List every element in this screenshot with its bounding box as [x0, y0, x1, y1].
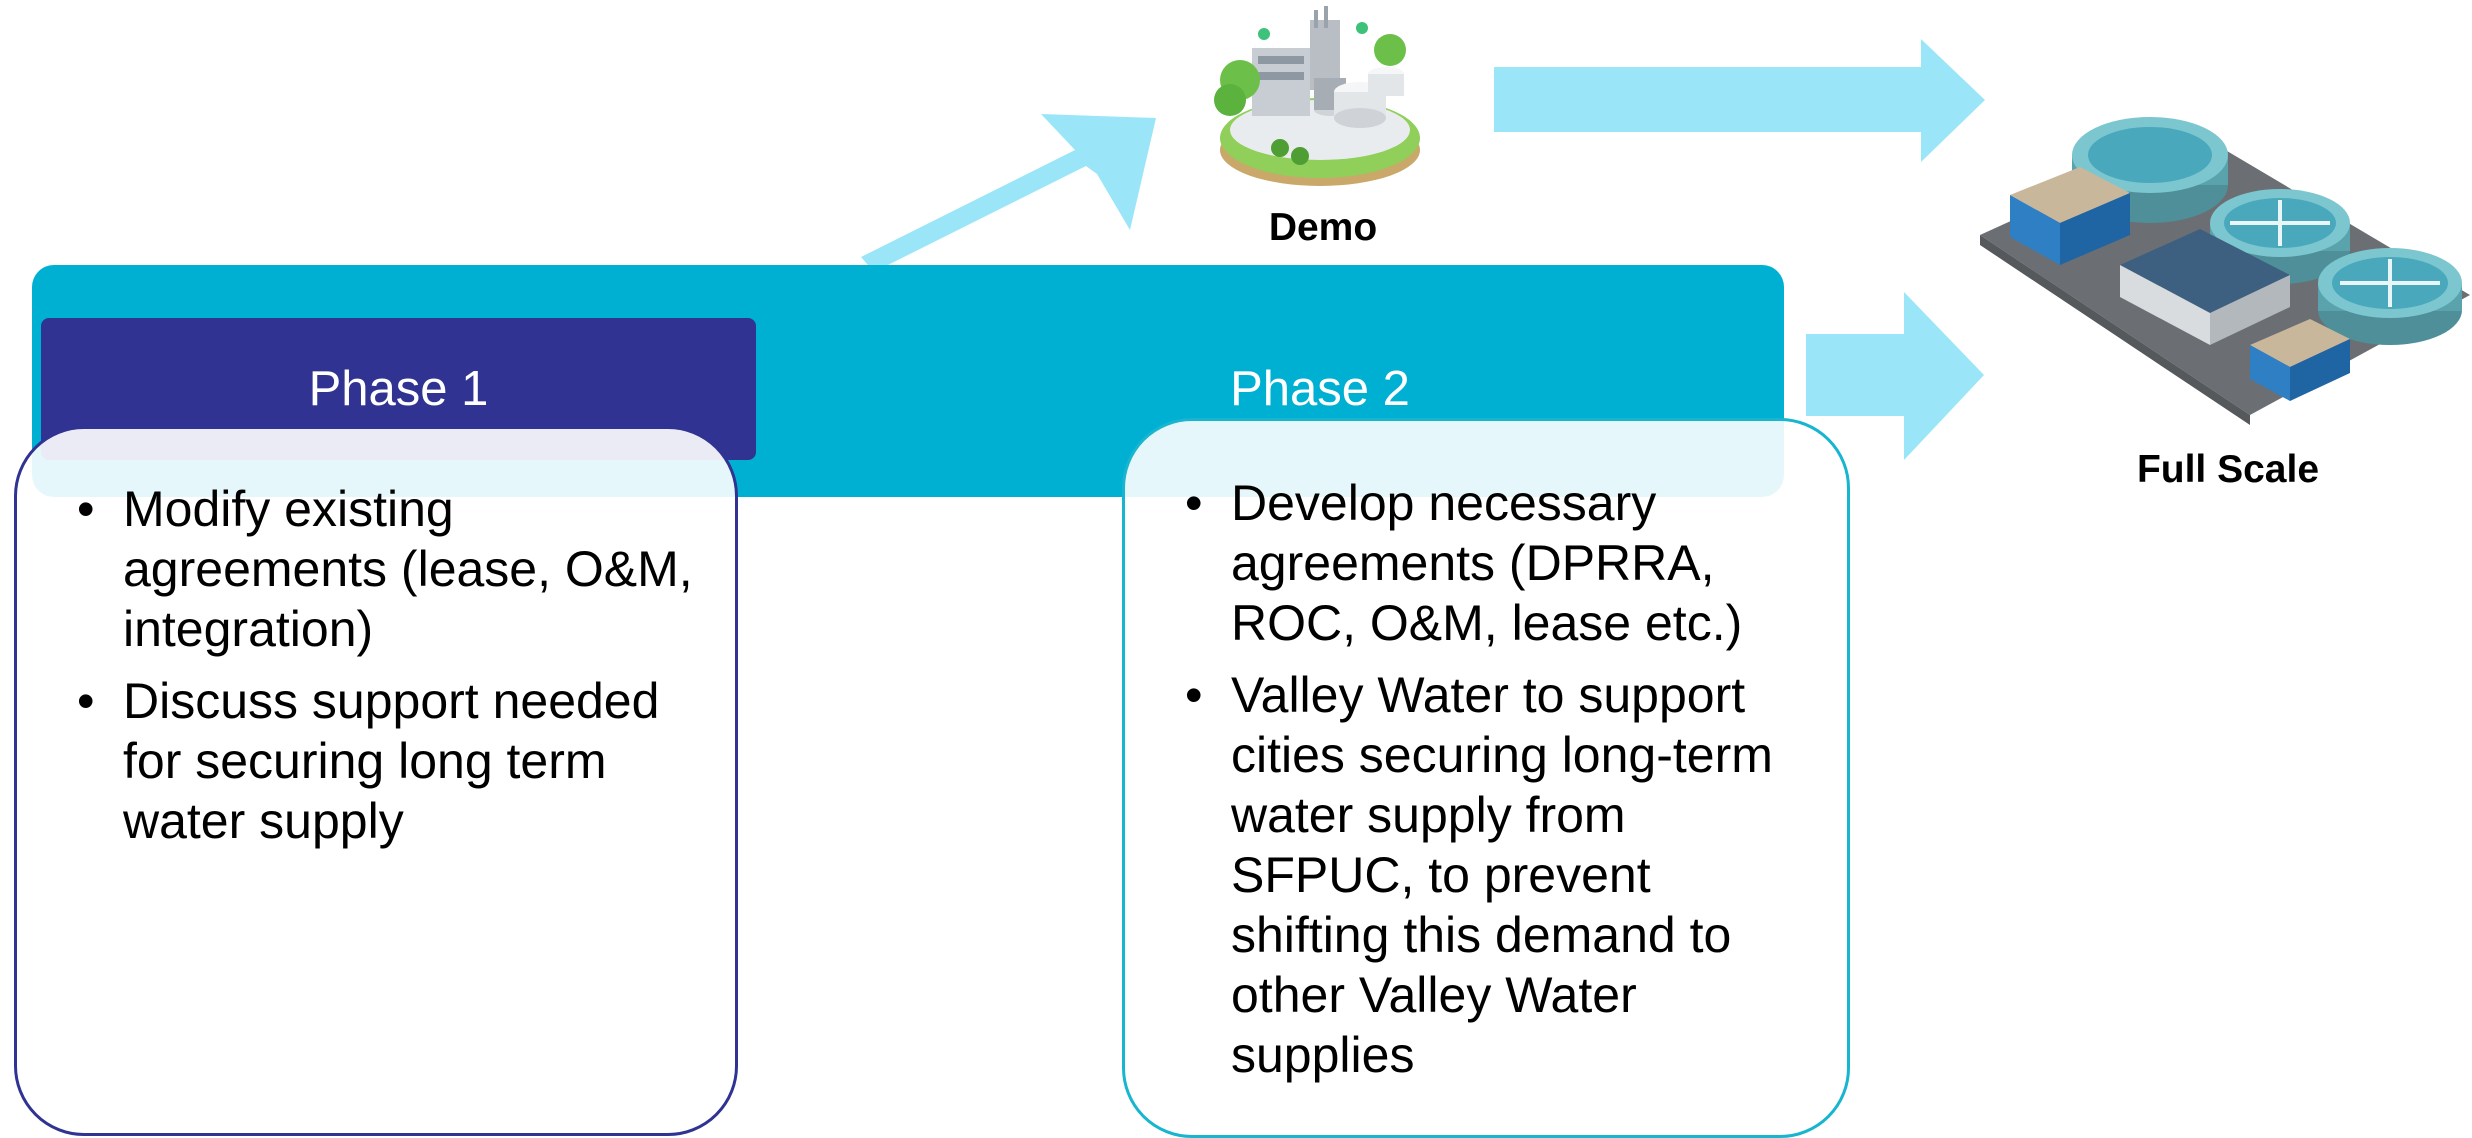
arrow-demo-to-full-scale: [1494, 39, 1985, 162]
demo-label: Demo: [1268, 206, 1378, 249]
full-scale-label: Full Scale: [2136, 448, 2320, 491]
phase2-header: Phase 2: [1120, 318, 1520, 460]
arrow-to-demo: [861, 114, 1156, 272]
phase1-bullet-text: Discuss support needed for securing long…: [123, 673, 660, 849]
phase1-title: Phase 1: [308, 362, 489, 416]
phase2-bullet-item: • Valley Water to support cities securin…: [1175, 665, 1807, 1085]
phase1-bullet-list: • Modify existing agreements (lease, O&M…: [67, 479, 695, 851]
phase2-bullet-text: Valley Water to support cities securing …: [1231, 667, 1773, 1083]
phase2-card: • Develop necessary agreements (DPRRA, R…: [1122, 418, 1850, 1138]
bullet-glyph: •: [1185, 667, 1203, 723]
full-scale-treatment-plant-icon: [1970, 95, 2470, 435]
phase1-bullet-text: Modify existing agreements (lease, O&M, …: [123, 481, 693, 657]
phase1-card: • Modify existing agreements (lease, O&M…: [14, 426, 738, 1136]
bullet-glyph: •: [77, 673, 95, 729]
phase2-title: Phase 2: [1230, 362, 1410, 416]
demo-treatment-plant-icon: [1200, 0, 1440, 200]
phase1-bullet-item: • Discuss support needed for securing lo…: [67, 671, 695, 851]
phase1-bullet-item: • Modify existing agreements (lease, O&M…: [67, 479, 695, 659]
phase2-bullet-text: Develop necessary agreements (DPRRA, ROC…: [1231, 475, 1743, 651]
bullet-glyph: •: [1185, 475, 1203, 531]
phase2-bullet-item: • Develop necessary agreements (DPRRA, R…: [1175, 473, 1807, 653]
arrow-phase2-to-full-scale: [1806, 292, 1984, 460]
bullet-glyph: •: [77, 481, 95, 537]
phase2-bullet-list: • Develop necessary agreements (DPRRA, R…: [1175, 473, 1807, 1085]
